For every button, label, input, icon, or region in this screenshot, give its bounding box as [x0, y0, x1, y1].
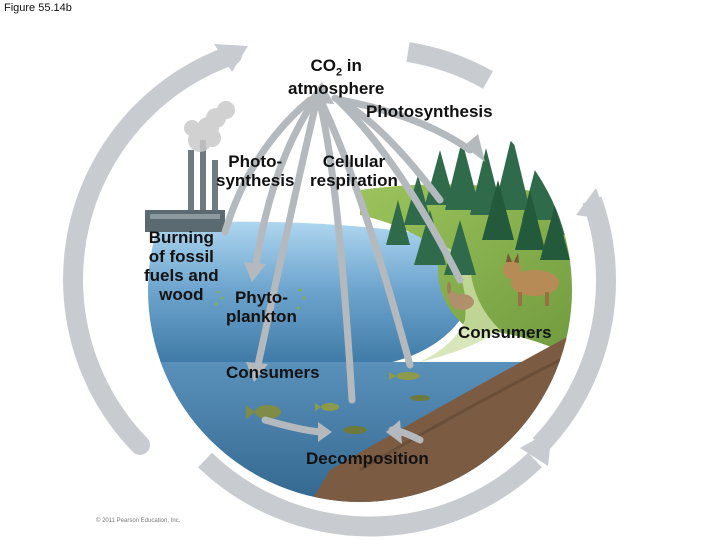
rabbit: [447, 282, 474, 310]
arrowhead-to-water-consumers-icon: [246, 362, 268, 382]
arrowhead-to-decomposers-icon: [386, 420, 402, 444]
co2-atmosphere-label: CO2 in atmosphere: [288, 56, 385, 98]
burning-fossil-fuels-label: Burning of fossil fuels and wood: [144, 228, 219, 305]
fish-group: [246, 372, 430, 434]
phytoplankton-icon: [214, 288, 306, 310]
arrowhead-to-atmosphere-icon: [306, 82, 334, 104]
flow-arrows: [221, 91, 474, 444]
figure-label: Figure 55.14b: [4, 2, 72, 14]
copyright-notice: © 2011 Pearson Education, Inc.: [96, 518, 181, 524]
phytoplankton-label: Phyto-plankton: [226, 288, 297, 327]
factory: [145, 101, 235, 232]
outer-cycle-arrows: [63, 42, 616, 537]
arrowhead-to-phytoplankton-icon: [244, 262, 266, 282]
arrowhead-to-sediment-icon: [318, 422, 332, 442]
arrowhead-to-forest-icon: [464, 134, 485, 162]
smoke: [184, 101, 235, 152]
aquatic-consumers-label: Consumers: [226, 363, 320, 382]
ring-arrowhead-right-icon: [576, 188, 608, 220]
ring-arrowhead-top-left-icon: [214, 44, 248, 72]
land-consumers-label: Consumers: [458, 323, 552, 342]
flow-arrowheads: [244, 82, 485, 444]
photosynthesis-top-label: Photosynthesis: [366, 102, 493, 121]
ring-arrowhead-bottom-right-icon: [520, 430, 552, 466]
photosynthesis-ocean-label: Photo-synthesis: [216, 152, 295, 191]
lynx: [503, 253, 559, 306]
decomposition-label: Decomposition: [306, 449, 429, 468]
shore: [420, 238, 500, 362]
